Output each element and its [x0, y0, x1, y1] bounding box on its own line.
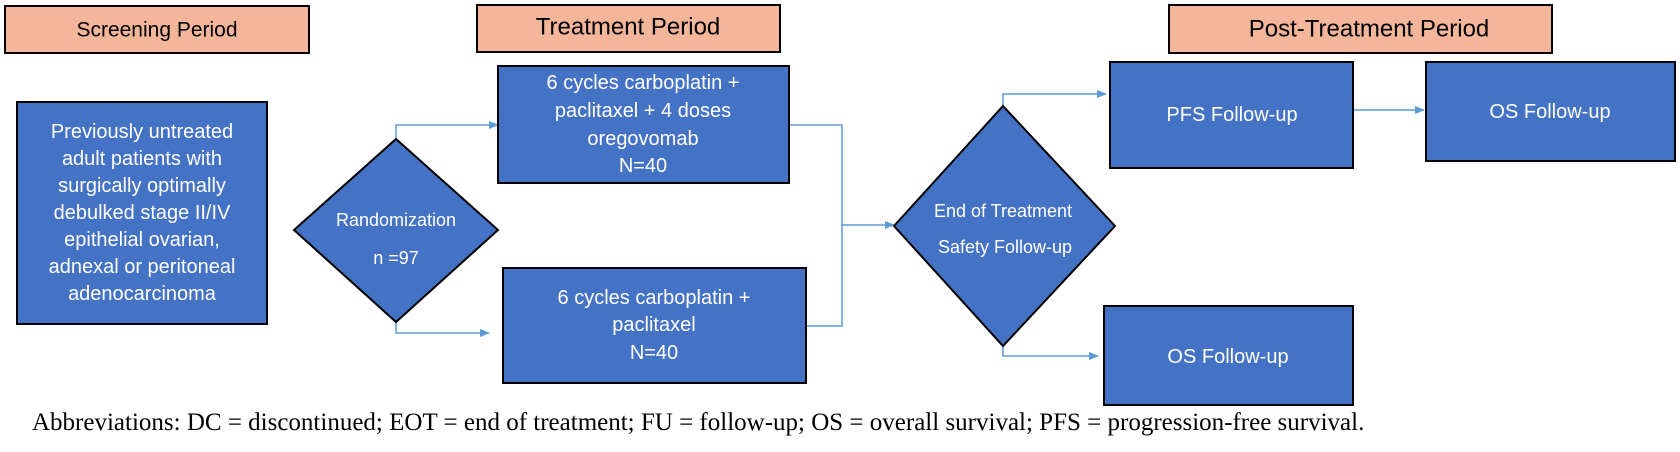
- arm-oregovomab-box: 6 cycles carboplatin + paclitaxel + 4 do…: [497, 65, 790, 184]
- connector-randomization-to-oregovomab: [395, 121, 499, 139]
- patient-population-box: Previously untreated adult patients with…: [16, 101, 268, 325]
- safety-followup-label: Safety Follow-up: [938, 237, 1072, 257]
- arm-oregovomab-line-3: oregovomab: [587, 128, 698, 150]
- arm-control-line-1: 6 cycles carboplatin +: [558, 287, 751, 309]
- randomization-count: n =97: [373, 248, 419, 268]
- abbreviations-footnote: Abbreviations: DC = discontinued; EOT = …: [32, 409, 1365, 436]
- connector-randomization-to-control: [395, 322, 490, 337]
- end-of-treatment-label: End of Treatment: [934, 201, 1072, 221]
- arm-control-box: 6 cycles carboplatin + paclitaxel N=40: [502, 267, 807, 384]
- arm-oregovomab-line-2: paclitaxel + 4 doses: [555, 100, 731, 122]
- header-screening-label: Screening Period: [76, 19, 237, 42]
- end-of-treatment-diamond: End of Treatment Safety Follow-up: [892, 104, 1117, 348]
- patient-line-6: adnexal or peritoneal: [49, 256, 236, 278]
- patient-line-7: adenocarcinoma: [68, 283, 217, 305]
- os-followup-top-label: OS Follow-up: [1489, 101, 1610, 123]
- header-screening-period: Screening Period: [4, 5, 310, 54]
- patient-line-3: surgically optimally: [58, 175, 226, 197]
- header-treatment-label: Treatment Period: [536, 14, 721, 41]
- arm-oregovomab-line-1: 6 cycles carboplatin +: [547, 72, 740, 94]
- connector-to-os-followup-bottom: [1002, 346, 1099, 360]
- connector-to-pfs-followup: [1002, 90, 1107, 106]
- os-followup-bottom-label: OS Follow-up: [1167, 346, 1288, 368]
- patient-line-4: debulked stage II/IV: [54, 202, 231, 224]
- pfs-followup-label: PFS Follow-up: [1166, 104, 1297, 126]
- header-post-treatment-label: Post-Treatment Period: [1249, 16, 1490, 43]
- arm-control-line-3: N=40: [630, 342, 678, 364]
- pfs-followup-box: PFS Follow-up: [1109, 61, 1354, 169]
- header-post-treatment-period: Post-Treatment Period: [1168, 4, 1553, 54]
- os-followup-top-box: OS Follow-up: [1425, 61, 1676, 162]
- randomization-diamond: Randomization n =97: [292, 137, 500, 324]
- patient-line-5: epithelial ovarian,: [64, 229, 220, 251]
- patient-line-2: adult patients with: [62, 148, 222, 170]
- header-treatment-period: Treatment Period: [476, 4, 781, 53]
- arm-oregovomab-line-4: N=40: [619, 155, 667, 177]
- randomization-label: Randomization: [336, 210, 456, 230]
- arm-control-line-2: paclitaxel: [612, 314, 695, 336]
- os-followup-bottom-box: OS Follow-up: [1103, 305, 1354, 406]
- patient-line-1: Previously untreated: [51, 121, 233, 143]
